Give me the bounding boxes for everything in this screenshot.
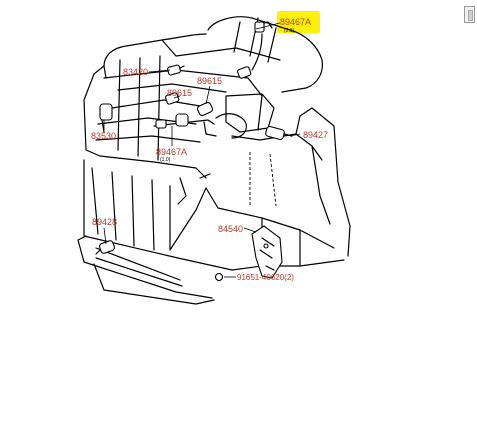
bolt-91651 bbox=[214, 272, 224, 282]
sensor-89428 bbox=[95, 240, 115, 255]
note-2-5: (2.5) bbox=[284, 28, 295, 34]
label-91651: 91651-40620(2) bbox=[237, 273, 294, 282]
label-89615-b: 89615 bbox=[197, 76, 222, 86]
sensor-89615-b bbox=[196, 66, 252, 117]
sensor-89467A-top bbox=[251, 21, 273, 71]
sensor-89467A-mid bbox=[153, 113, 215, 129]
module-84540 bbox=[251, 225, 283, 279]
sensor-83420 bbox=[167, 64, 185, 76]
label-highlight bbox=[277, 11, 320, 33]
label-89467A-mid: 89467A bbox=[156, 147, 187, 157]
scroll-thumb-icon[interactable] bbox=[464, 6, 475, 23]
label-89428: 89428 bbox=[92, 217, 117, 227]
sensor-83530 bbox=[99, 103, 113, 133]
leader-lines bbox=[103, 22, 301, 278]
label-84540: 84540 bbox=[218, 224, 243, 234]
engine-drawing bbox=[77, 16, 351, 305]
sensor-89427 bbox=[265, 125, 293, 141]
label-83420: 83420 bbox=[123, 67, 148, 77]
label-89467A-top: 89467A bbox=[280, 17, 311, 27]
note-1-0: (1.0) bbox=[160, 157, 171, 163]
label-89427: 89427 bbox=[303, 130, 328, 140]
label-89615-a: 89615 bbox=[167, 88, 192, 98]
label-83530: 83530 bbox=[91, 131, 116, 141]
